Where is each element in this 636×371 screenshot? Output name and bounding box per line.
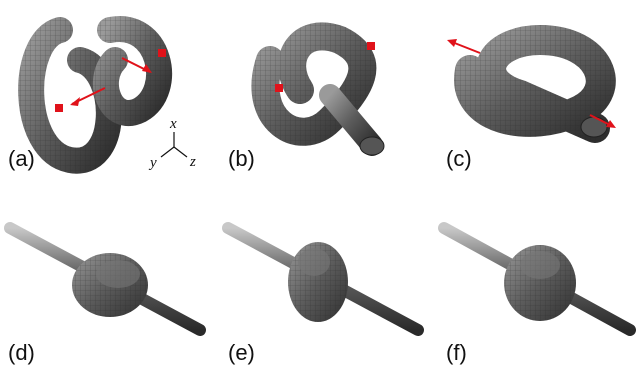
axis-triad [160, 132, 188, 158]
panel-d-knot [4, 222, 206, 336]
panel-b-knot [251, 22, 385, 156]
panel-label-c: (c) [446, 146, 472, 171]
panel-label-e: (e) [228, 340, 255, 365]
marker-point [55, 104, 63, 112]
axis-label-y: y [148, 155, 157, 171]
panel-label-a: (a) [8, 146, 35, 171]
marker-point [367, 42, 375, 50]
panel-a-knot [18, 16, 173, 174]
panel-label-b: (b) [228, 146, 255, 171]
panel-c-knot [447, 24, 616, 143]
marker-point [158, 49, 166, 57]
axis-label-z: z [189, 154, 196, 170]
panel-label-f: (f) [446, 340, 467, 365]
panel-f-knot [438, 222, 636, 336]
marker-point [275, 84, 283, 92]
panel-label-d: (d) [8, 340, 35, 365]
panel-e-knot [222, 222, 424, 336]
force-arrow [451, 41, 481, 54]
axis-label-x: x [169, 116, 177, 132]
